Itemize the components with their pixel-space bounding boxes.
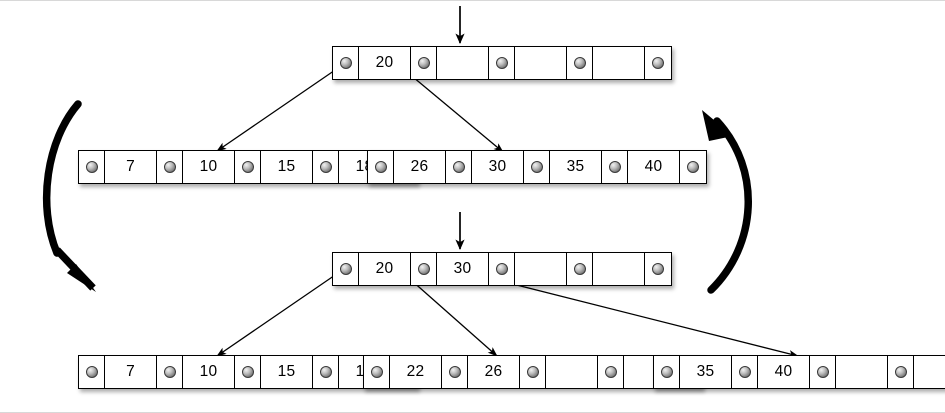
pointer-cell (680, 151, 706, 183)
pointer-dot-icon (452, 161, 465, 173)
pointer-dot-icon (163, 161, 176, 173)
pointer-dot-icon (652, 263, 664, 275)
pointer-dot-icon (894, 366, 907, 378)
key-cell: 26 (468, 356, 520, 388)
pointer-dot-icon (374, 161, 387, 173)
pointer-cell (489, 253, 515, 285)
key-cell-empty (437, 47, 489, 79)
pointer-cell (235, 356, 261, 388)
pointer-dot-icon (495, 57, 508, 69)
key-cell: 15 (261, 356, 313, 388)
key-cell: 40 (628, 151, 680, 183)
right-transition-arrow (702, 110, 752, 294)
key-cell-empty (593, 253, 645, 285)
pointer-cell (520, 356, 546, 388)
key-cell: 26 (394, 151, 446, 183)
pointer-cell (442, 356, 468, 388)
pointer-dot-icon (816, 366, 829, 378)
pointer-cell (567, 253, 593, 285)
pointer-cell (157, 151, 183, 183)
key-cell: 20 (359, 253, 411, 285)
pointer-dot-icon (339, 57, 352, 69)
leaf-node-after-middle: 22 26 (363, 355, 703, 389)
pointer-dot-icon (608, 161, 621, 173)
pointer-dot-icon (319, 161, 332, 173)
key-cell: 22 (390, 356, 442, 388)
pointer-cell (313, 151, 339, 183)
root-node-before: 20 (332, 46, 672, 80)
pointer-cell (411, 47, 437, 79)
leaf-node-after-right: 35 40 (653, 355, 945, 389)
pointer-dot-icon (573, 263, 586, 275)
key-cell-empty (515, 47, 567, 79)
key-cell: 10 (183, 151, 235, 183)
pointer-cell (489, 47, 515, 79)
pointer-cell (888, 356, 914, 388)
pointer-cell (810, 356, 836, 388)
key-cell-empty (836, 356, 888, 388)
key-cell: 15 (261, 151, 313, 183)
key-cell: 10 (183, 356, 235, 388)
pointer-dot-icon (448, 366, 461, 378)
pointer-dot-icon (370, 366, 383, 378)
pointer-cell (235, 151, 261, 183)
key-cell: 20 (359, 47, 411, 79)
key-cell: 30 (472, 151, 524, 183)
pointer-dot-icon (85, 366, 98, 378)
pointer-dot-icon (687, 161, 699, 173)
connector-after-p1 (216, 270, 342, 357)
pointer-cell (364, 356, 390, 388)
pointer-cell (411, 253, 437, 285)
leaf-node-before-right: 26 30 35 40 (367, 150, 707, 184)
pointer-dot-icon (241, 161, 254, 173)
pointer-dot-icon (660, 366, 673, 378)
key-cell: 35 (680, 356, 732, 388)
pointer-dot-icon (319, 366, 332, 378)
pointer-dot-icon (495, 263, 508, 275)
pointer-dot-icon (85, 161, 98, 173)
pointer-dot-icon (652, 57, 664, 69)
left-transition-arrow (42, 100, 96, 292)
key-cell-empty (515, 253, 567, 285)
pointer-cell (645, 253, 671, 285)
pointer-cell (333, 253, 359, 285)
top-divider-rule (0, 0, 945, 1)
key-cell: 30 (437, 253, 489, 285)
pointer-cell (598, 356, 624, 388)
key-cell-empty (593, 47, 645, 79)
key-cell-empty (546, 356, 598, 388)
key-cell: 35 (550, 151, 602, 183)
pointer-cell (732, 356, 758, 388)
pointer-dot-icon (573, 57, 586, 69)
pointer-cell (79, 356, 105, 388)
pointer-cell (157, 356, 183, 388)
pointer-dot-icon (417, 57, 430, 69)
pointer-cell (645, 47, 671, 79)
pointer-cell (524, 151, 550, 183)
pointer-dot-icon (530, 161, 543, 173)
pointer-dot-icon (526, 366, 539, 378)
pointer-cell (368, 151, 394, 183)
connector-before-p1 (216, 65, 342, 152)
pointer-cell (602, 151, 628, 183)
pointer-cell (567, 47, 593, 79)
pointer-cell (446, 151, 472, 183)
pointer-dot-icon (417, 263, 430, 275)
pointer-dot-icon (163, 366, 176, 378)
pointer-dot-icon (241, 366, 254, 378)
pointer-cell (79, 151, 105, 183)
pointer-dot-icon (339, 263, 352, 275)
key-cell: 7 (105, 356, 157, 388)
pointer-dot-icon (604, 366, 617, 378)
pointer-cell (313, 356, 339, 388)
key-cell-empty (914, 356, 945, 388)
pointer-dot-icon (738, 366, 751, 378)
key-cell: 40 (758, 356, 810, 388)
pointer-cell (333, 47, 359, 79)
pointer-cell (654, 356, 680, 388)
key-cell: 7 (105, 151, 157, 183)
